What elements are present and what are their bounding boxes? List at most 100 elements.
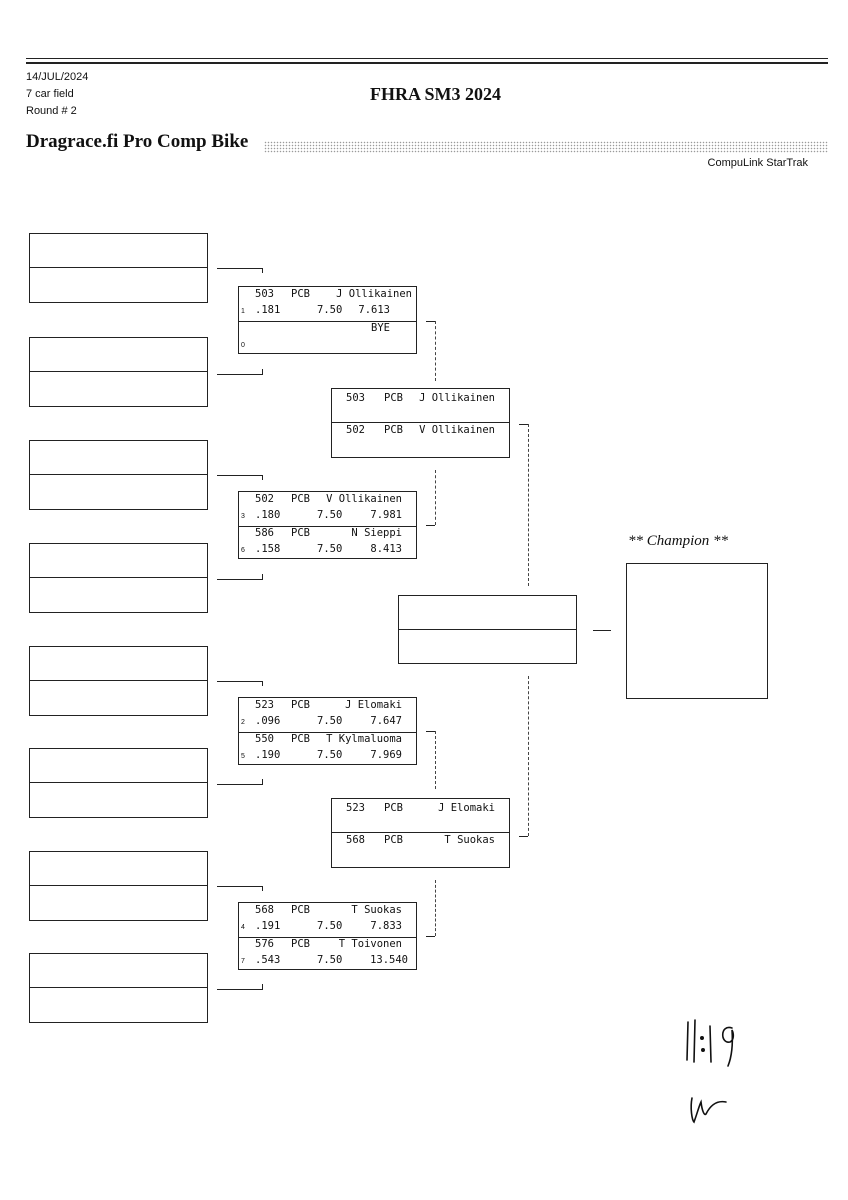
event-title: FHRA SM3 2024 (370, 84, 502, 104)
class-code: PCB (291, 527, 310, 539)
round2-match-4: 568 PCB T Suokas 4 .191 7.50 7.833 576 P… (238, 902, 417, 970)
racer-name: BYE (371, 322, 390, 334)
lane-number: 5 (241, 753, 245, 760)
dial-in: 7.50 (317, 954, 343, 966)
lane-number: 4 (241, 924, 245, 931)
connector (262, 268, 263, 273)
elapsed-time: 8.413 (370, 543, 402, 555)
lane-number: 0 (241, 342, 245, 349)
car-number: 503 (346, 392, 365, 404)
connector (426, 731, 435, 732)
header-rule-top (26, 58, 828, 59)
class-code: PCB (384, 802, 403, 814)
connector (262, 574, 263, 579)
racer-name: J Ollikainen (336, 288, 412, 300)
entry-bottom: 502 PCB V Ollikainen (332, 423, 509, 457)
elapsed-time: 7.833 (370, 920, 402, 932)
connector (426, 936, 435, 937)
car-number: 502 (346, 424, 365, 436)
class-code: PCB (291, 938, 310, 950)
round1-slot-7 (29, 851, 208, 921)
handwritten-time-signature (686, 1019, 735, 1124)
round1-slot-3 (29, 440, 208, 510)
lane-number: 2 (241, 719, 245, 726)
entry-bottom: BYE 0 (239, 321, 416, 355)
round2-match-3: 523 PCB J Elomaki 2 .096 7.50 7.647 550 … (238, 697, 417, 765)
car-number: 502 (255, 493, 274, 505)
entry-bottom: 586 PCB N Sieppi 6 .158 7.50 8.413 (239, 526, 416, 560)
final-box (398, 595, 577, 664)
software-label: CompuLink StarTrak (707, 157, 808, 169)
connector (217, 681, 263, 682)
racer-name: T Suokas (351, 904, 402, 916)
connector (217, 886, 263, 887)
round1-slot-1 (29, 233, 208, 303)
connector (262, 369, 263, 374)
connector (519, 424, 528, 425)
entry-top: 568 PCB T Suokas 4 .191 7.50 7.833 (239, 903, 416, 938)
dial-in: 7.50 (317, 543, 343, 555)
header-rule-bottom (26, 62, 828, 64)
connector (528, 424, 529, 586)
reaction-time: .180 (255, 509, 281, 521)
dial-in: 7.50 (317, 304, 343, 316)
round1-slot-8 (29, 953, 208, 1023)
connector (217, 475, 263, 476)
elapsed-time: 13.540 (370, 954, 408, 966)
class-code: PCB (291, 699, 310, 711)
racer-name: V Ollikainen (326, 493, 402, 505)
racer-name: T Kylmaluoma (326, 733, 402, 745)
connector (217, 268, 263, 269)
field-size: 7 car field (26, 88, 74, 100)
reaction-time: .096 (255, 715, 281, 727)
reaction-time: .181 (255, 304, 281, 316)
reaction-time: .158 (255, 543, 281, 555)
entry-top: 503 PCB J Ollikainen 1 .181 7.50 7.613 (239, 287, 416, 322)
entry-top: 503 PCB J Ollikainen (332, 389, 509, 423)
round1-slot-2 (29, 337, 208, 407)
reaction-time: .191 (255, 920, 281, 932)
elapsed-time: 7.969 (370, 749, 402, 761)
class-code: PCB (291, 733, 310, 745)
entry-top: 523 PCB J Elomaki 2 .096 7.50 7.647 (239, 698, 416, 733)
connector (262, 886, 263, 891)
connector (262, 984, 263, 989)
class-code: PCB (291, 288, 310, 300)
lane-number: 6 (241, 547, 245, 554)
round1-slot-4 (29, 543, 208, 613)
class-code: PCB (384, 424, 403, 436)
class-title: Dragrace.fi Pro Comp Bike (26, 131, 249, 152)
elapsed-time: 7.981 (370, 509, 402, 521)
round1-slot-5 (29, 646, 208, 716)
dial-in: 7.50 (317, 749, 343, 761)
connector (217, 374, 263, 375)
car-number: 523 (346, 802, 365, 814)
entry-bottom: 550 PCB T Kylmaluoma 5 .190 7.50 7.969 (239, 732, 416, 766)
round2-match-1: 503 PCB J Ollikainen 1 .181 7.50 7.613 B… (238, 286, 417, 354)
round-number: Round # 2 (26, 105, 77, 117)
lane-number: 3 (241, 513, 245, 520)
connector (528, 676, 529, 836)
car-number: 568 (255, 904, 274, 916)
connector (217, 784, 263, 785)
connector (593, 630, 611, 631)
racer-name: V Ollikainen (419, 424, 495, 436)
connector (262, 779, 263, 784)
round3-semi-1: 503 PCB J Ollikainen 502 PCB V Ollikaine… (331, 388, 510, 458)
class-code: PCB (291, 493, 310, 505)
reaction-time: .190 (255, 749, 281, 761)
connector (426, 525, 435, 526)
racer-name: J Elomaki (438, 802, 495, 814)
car-number: 576 (255, 938, 274, 950)
car-number: 568 (346, 834, 365, 846)
connector (262, 681, 263, 686)
champion-box (626, 563, 768, 699)
dial-in: 7.50 (317, 715, 343, 727)
elapsed-time: 7.613 (358, 304, 390, 316)
reaction-time: .543 (255, 954, 281, 966)
racer-name: J Elomaki (345, 699, 402, 711)
elapsed-time: 7.647 (370, 715, 402, 727)
connector (435, 731, 436, 789)
entry-top: 502 PCB V Ollikainen 3 .180 7.50 7.981 (239, 492, 416, 527)
connector (435, 321, 436, 381)
